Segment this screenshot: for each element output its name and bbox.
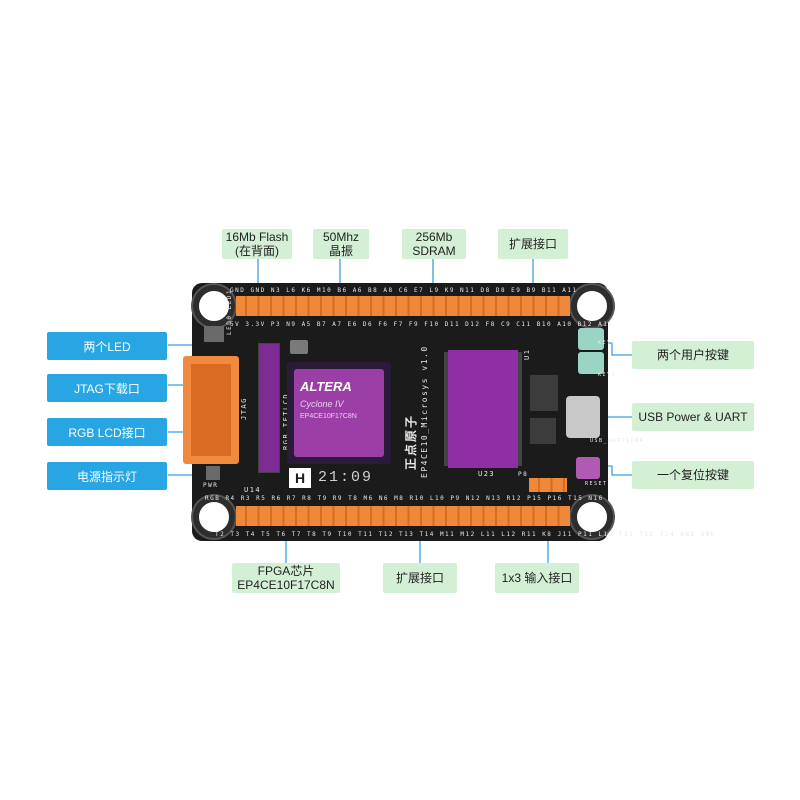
fpga-brand: ALTERA — [300, 379, 352, 394]
jtag-connector — [183, 356, 239, 464]
pwr-ref: PWR — [203, 482, 219, 489]
silk-top-row-2: 5V 3.3V P3 N9 A5 B7 A7 E6 D6 F6 F7 F9 F1… — [230, 321, 614, 328]
top-pin-header — [236, 296, 570, 316]
mounting-hole — [193, 496, 235, 538]
power-led — [206, 466, 220, 480]
u1-ref: U1 — [523, 348, 531, 360]
usb-power-uart-port[interactable] — [566, 396, 600, 438]
component-block — [530, 418, 556, 444]
label-rgb-lcd: RGB LCD接口 — [47, 418, 167, 446]
input-pin-header-1x3 — [529, 478, 567, 492]
label-sdram: 256Mb SDRAM — [402, 229, 466, 259]
usb-ref: USB_UART&PWR — [590, 438, 645, 444]
user-key-0[interactable] — [578, 328, 604, 350]
label-1x3-input: 1x3 输入接口 — [495, 563, 579, 593]
logo-time-text: 21:09 — [318, 469, 374, 486]
bottom-pin-header — [236, 506, 570, 526]
label-leds: 两个LED — [47, 332, 167, 360]
oscillator-50mhz — [290, 340, 308, 354]
silk-bottom-row: RGB R4 R3 R5 R6 R7 R8 T9 R9 T8 M6 N6 M8 … — [205, 495, 604, 502]
u14-ref: U14 — [244, 486, 262, 494]
key0-ref: KEY0 — [598, 340, 617, 346]
mounting-hole — [193, 285, 235, 327]
u23-ref: U23 — [478, 470, 496, 478]
silk-top-row: GND GND N3 L6 K6 M10 B6 A6 B8 A8 C6 E7 L… — [230, 287, 578, 294]
label-jtag: JTAG下载口 — [47, 374, 167, 402]
label-flash: 16Mb Flash (在背面) — [222, 229, 292, 259]
label-reset: 一个复位按键 — [632, 461, 754, 489]
p8-ref: P8 — [518, 471, 529, 478]
user-leds — [204, 326, 224, 342]
model-silk: EP4CE10_Microsys v1.0 — [420, 345, 429, 478]
rgb-lcd-connector — [258, 343, 280, 473]
label-fpga: FPGA芯片 EP4CE10F17C8N — [232, 563, 340, 593]
fpga-chip: ALTERA Cyclone IV EP4CE10F17C8N — [287, 362, 391, 464]
reset-button[interactable] — [576, 457, 600, 479]
mounting-hole — [571, 496, 613, 538]
jtag-ref: JTAG — [240, 397, 248, 420]
label-oscillator: 50Mhz 晶振 — [313, 229, 369, 259]
label-expansion-bottom: 扩展接口 — [383, 563, 457, 593]
brand-logo-icon: H — [289, 468, 311, 488]
mounting-hole — [571, 285, 613, 327]
label-expansion-top: 扩展接口 — [498, 229, 568, 259]
sdram-chip — [448, 350, 518, 468]
component-block — [530, 375, 558, 411]
silk-bottom-row-2: T2 T3 T4 T5 T6 T7 T8 T9 T10 T11 T12 T13 … — [215, 531, 717, 538]
fpga-part: EP4CE10F17C8N — [300, 413, 357, 420]
reset-ref: RESET — [585, 481, 608, 487]
user-key-1[interactable] — [578, 352, 604, 374]
fpga-family: Cyclone IV — [300, 399, 344, 409]
brand-silk: 正点原子 — [404, 413, 418, 470]
led-ref: LED0 LED1 — [226, 288, 233, 335]
label-usb: USB Power & UART — [632, 403, 754, 431]
key1-ref: KEY1 — [598, 372, 617, 378]
label-user-keys: 两个用户按键 — [632, 341, 754, 369]
label-power-led: 电源指示灯 — [47, 462, 167, 490]
